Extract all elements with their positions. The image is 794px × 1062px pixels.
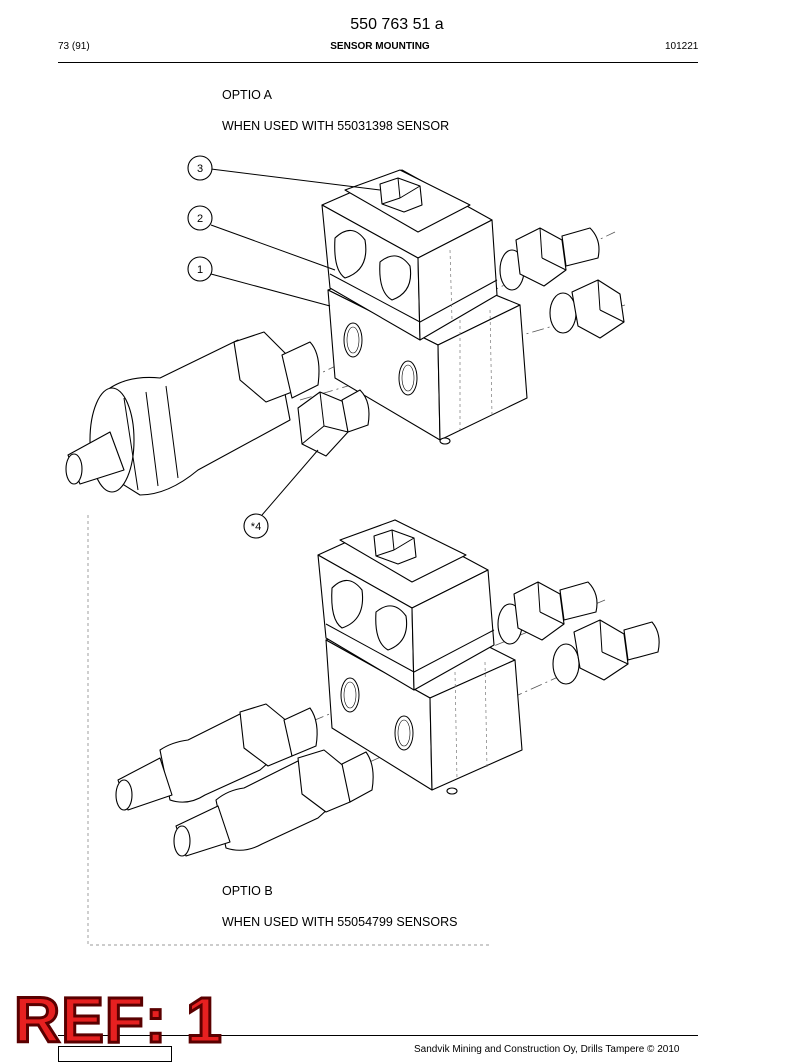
- leader-line-4: [261, 449, 319, 516]
- option-b-label: OPTIO B: [222, 884, 273, 898]
- callout-1: 1: [187, 256, 213, 282]
- callout-3: 3: [187, 155, 213, 181]
- document-number: 550 763 51 a: [350, 16, 444, 33]
- lower-clamp-block: [327, 259, 528, 445]
- leader-line-1: [210, 273, 331, 307]
- lock-nut: [297, 389, 370, 457]
- option-a-assembly: [65, 168, 626, 516]
- upper-clamp-block: [317, 519, 495, 691]
- callout-1-label: 1: [197, 264, 203, 276]
- sensor-option-a: [65, 331, 320, 496]
- page-reference: 73 (91): [58, 41, 90, 52]
- option-a-label: OPTIO A: [222, 88, 273, 102]
- hex-bolt: [379, 177, 423, 213]
- callout-4-label: *4: [251, 521, 261, 533]
- footer-copyright: Sandvik Mining and Construction Oy, Dril…: [414, 1044, 680, 1055]
- callout-2: 2: [187, 205, 213, 231]
- callout-2-label: 2: [197, 213, 203, 225]
- option-b-note: WHEN USED WITH 55054799 SENSORS: [222, 915, 458, 929]
- fitting-lower-right: [549, 279, 625, 339]
- option-b-assembly: [115, 519, 660, 857]
- footer-rule: [58, 1035, 698, 1036]
- document-date: 101221: [665, 41, 699, 52]
- leader-line-2: [210, 224, 336, 271]
- callout-3-label: 3: [197, 163, 203, 175]
- leader-line-3: [210, 168, 381, 191]
- ref-stamp: REF: 1: [13, 984, 224, 1056]
- callout-4: *4: [243, 513, 269, 539]
- option-a-note: WHEN USED WITH 55031398 SENSOR: [222, 119, 450, 133]
- section-title: SENSOR MOUNTING: [330, 41, 430, 52]
- fitting-lower-right: [552, 619, 660, 685]
- hex-bolt: [373, 529, 417, 565]
- fitting-upper-right: [497, 581, 598, 645]
- sensor-option-b-lower: [173, 749, 374, 857]
- sensor-option-b-upper: [115, 703, 318, 811]
- header-rule: [58, 62, 698, 63]
- fitting-upper-right: [499, 227, 600, 291]
